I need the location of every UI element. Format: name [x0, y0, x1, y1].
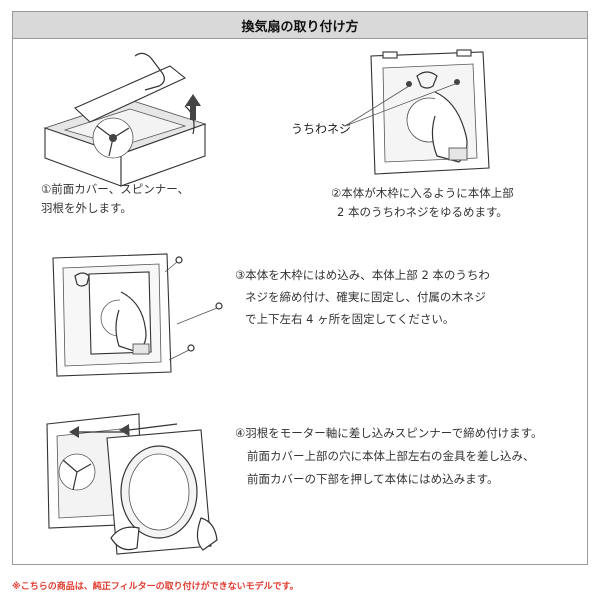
step1-caption: ①前面カバー、スピンナー、 羽根を外します。 [41, 180, 189, 218]
panel-title: 換気扇の取り付け方 [13, 12, 587, 39]
step1-line2: 羽根を外します。 [41, 199, 189, 218]
step4-line3: 前面カバーの下部を押して本体にはめ込みます。 [235, 468, 542, 491]
footer-warning-note: ※こちらの商品は、純正フィルターの取り付けができないモデルです。 [12, 579, 299, 592]
step2-line1: ②本体が木枠に入るように本体上部 [331, 184, 514, 203]
step2-caption: ②本体が木枠に入るように本体上部 2 本のうちわネジをゆるめます。 [331, 184, 514, 222]
step3-line3: で上下左右 4 ヶ所を固定してください。 [235, 308, 490, 330]
step4-caption: ④羽根をモーター軸に差し込みスピンナーで締め付けます。 前面カバー上部の穴に本体… [235, 422, 542, 491]
callout-leader-lines [343, 82, 463, 132]
step1-illustration [35, 46, 225, 196]
step1-line1: ①前面カバー、スピンナー、 [41, 180, 189, 199]
step4-line2: 前面カバー上部の穴に本体上部左右の金具を差し込み、 [235, 445, 542, 468]
step3-line1: ③本体を木枠にはめ込み、本体上部 2 本のうちわ [235, 264, 490, 286]
step4-illustration [41, 408, 231, 558]
step3-illustration [49, 248, 229, 378]
step4-line1: ④羽根をモーター軸に差し込みスピンナーで締め付けます。 [235, 422, 542, 445]
step3-line2: ネジを締め付け、確実に固定し、付属の木ネジ [235, 286, 490, 308]
step3-caption: ③本体を木枠にはめ込み、本体上部 2 本のうちわ ネジを締め付け、確実に固定し、… [235, 264, 490, 330]
instruction-panel: 換気扇の取り付け方 ①前面カバー、スピンナー、 羽根を外します。 うちわネジ [12, 11, 588, 565]
step2-line2: 2 本のうちわネジをゆるめます。 [331, 203, 514, 222]
screw-callout-label: うちわネジ [291, 120, 351, 137]
